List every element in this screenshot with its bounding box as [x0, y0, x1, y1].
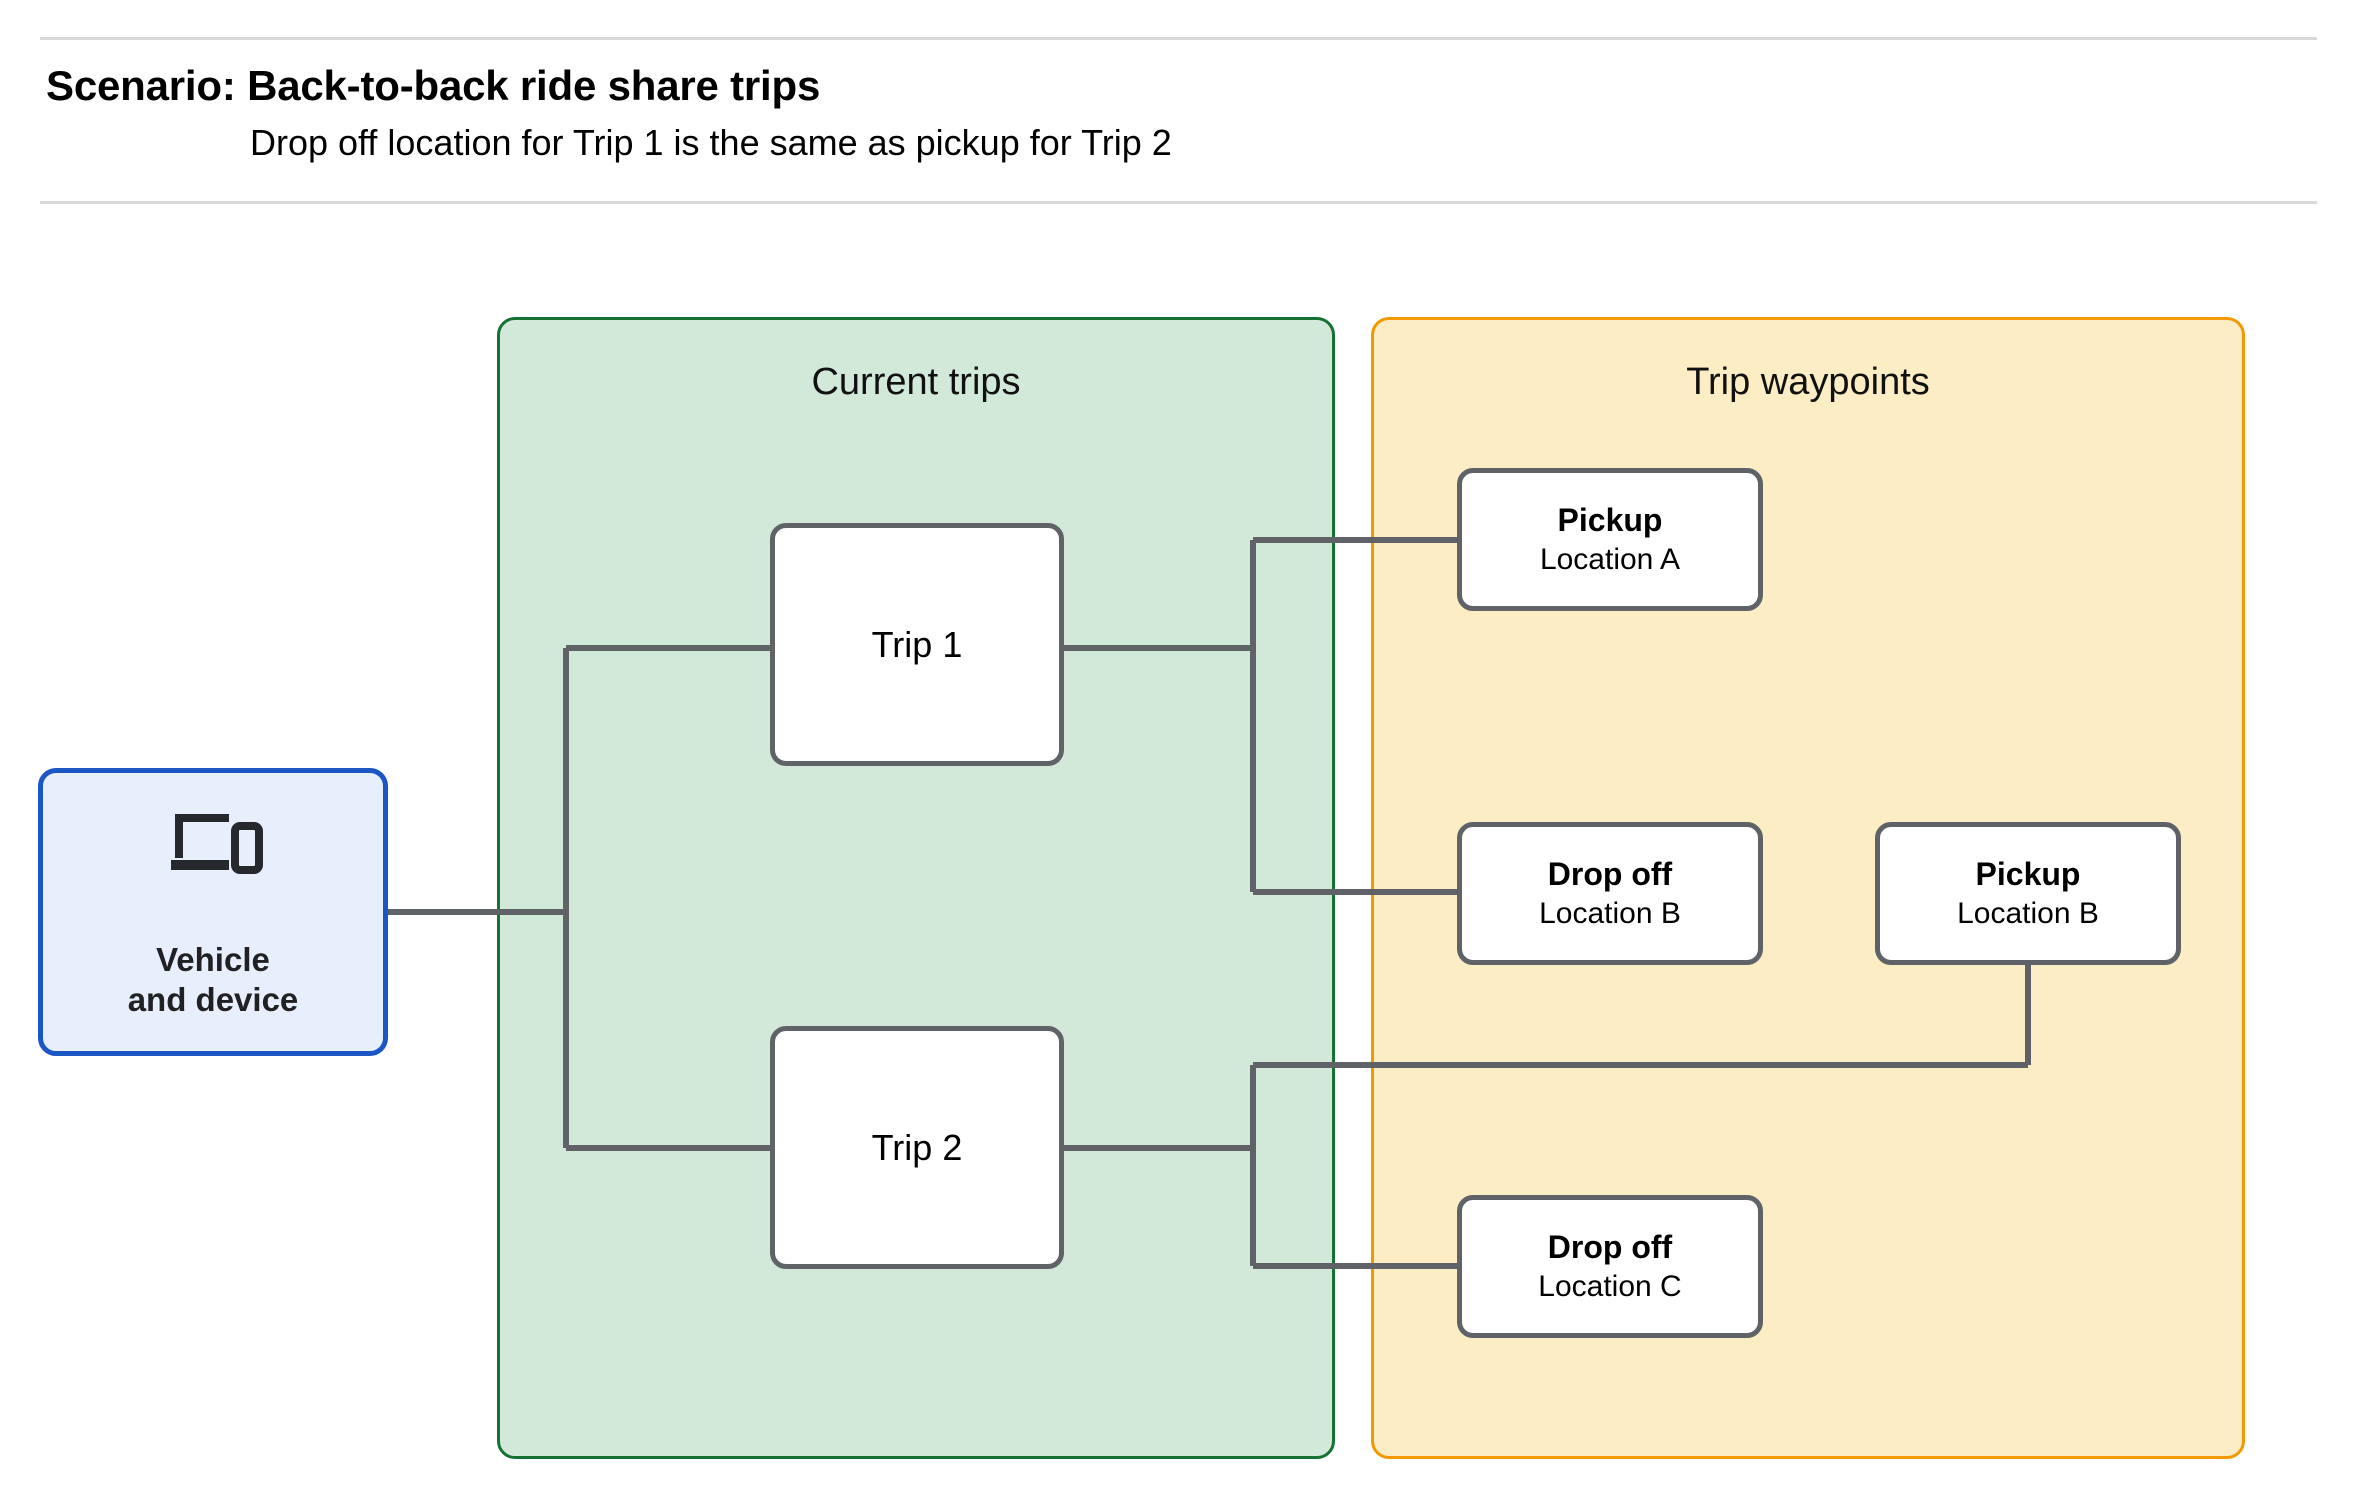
node-waypoint-dropoff-c[interactable]: Drop off Location C [1457, 1195, 1763, 1338]
waypoint-location-label: Location B [1539, 896, 1681, 930]
waypoint-type-label: Pickup [1975, 855, 2081, 892]
node-trip-2-label: Trip 2 [871, 1126, 963, 1168]
header-divider-top [40, 37, 2317, 40]
node-waypoint-pickup-b[interactable]: Pickup Location B [1875, 822, 2181, 965]
devices-icon [171, 813, 263, 874]
waypoint-location-label: Location B [1957, 896, 2099, 930]
group-trip-waypoints-title: Trip waypoints [1686, 361, 1930, 403]
page-title: Scenario: Back-to-back ride share trips [46, 62, 821, 109]
waypoint-type-label: Drop off [1547, 855, 1673, 892]
waypoint-type-label: Pickup [1557, 501, 1663, 538]
node-trip-1-label: Trip 1 [871, 623, 963, 665]
waypoint-location-label: Location A [1539, 542, 1681, 576]
page-subtitle: Drop off location for Trip 1 is the same… [250, 122, 1172, 163]
node-trip-1[interactable]: Trip 1 [770, 523, 1064, 766]
node-waypoint-pickup-a[interactable]: Pickup Location A [1457, 468, 1763, 611]
node-vehicle-label: Vehicle and device [127, 940, 299, 1018]
node-vehicle-and-device[interactable]: Vehicle and device [38, 768, 388, 1056]
waypoint-type-label: Drop off [1547, 1228, 1673, 1265]
group-current-trips: Current trips [497, 317, 1335, 1459]
header-divider-bottom [40, 201, 2317, 204]
group-current-trips-title: Current trips [811, 361, 1021, 403]
node-trip-2[interactable]: Trip 2 [770, 1026, 1064, 1269]
node-waypoint-dropoff-b[interactable]: Drop off Location B [1457, 822, 1763, 965]
waypoint-location-label: Location C [1538, 1269, 1682, 1303]
